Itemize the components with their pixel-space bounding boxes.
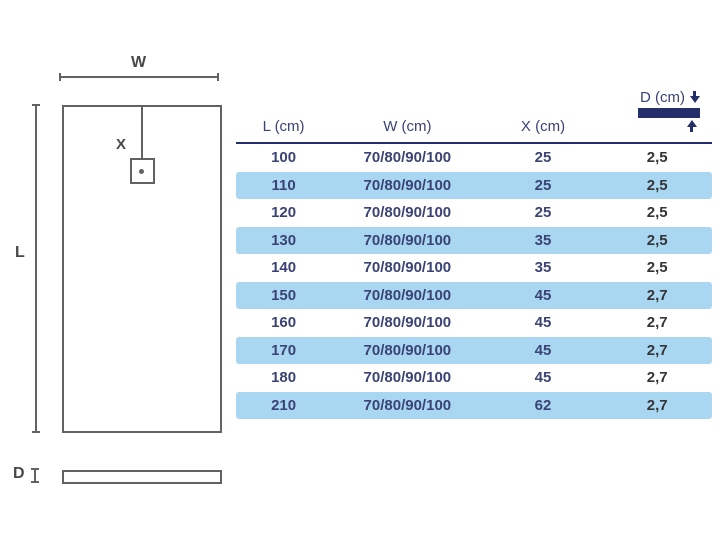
cell-w: 70/80/90/100 xyxy=(363,286,452,304)
cell-d: 2,7 xyxy=(646,286,668,304)
depth-bar-icon xyxy=(637,107,700,118)
cell-w: 70/80/90/100 xyxy=(363,176,452,194)
cell-d: 2,5 xyxy=(646,149,668,167)
cell-w: 70/80/90/100 xyxy=(363,314,452,332)
table-row: 120 70/80/90/100 25 2,5 xyxy=(236,199,712,227)
table-row: 130 70/80/90/100 35 2,5 xyxy=(236,226,712,254)
table-row: 150 70/80/90/100 45 2,7 xyxy=(236,281,712,309)
cell-l: 120 xyxy=(271,204,297,222)
table-row: 210 70/80/90/100 62 2,7 xyxy=(236,391,712,419)
table-row: 180 70/80/90/100 45 2,7 xyxy=(236,364,712,392)
cell-d: 2,7 xyxy=(646,396,668,414)
table-header: L (cm) W (cm) X (cm) D (cm) xyxy=(236,85,712,142)
length-dimension-line xyxy=(32,104,40,433)
dimensions-table: L (cm) W (cm) X (cm) D (cm) 100 70/80/90/… xyxy=(236,85,712,419)
tray-side-view xyxy=(62,470,222,484)
depth-up-arrow-icon xyxy=(686,119,697,132)
cell-w: 70/80/90/100 xyxy=(363,204,452,222)
cell-d: 2,7 xyxy=(646,341,668,359)
width-label: W xyxy=(130,54,148,71)
drain-square xyxy=(130,158,155,184)
cell-d: 2,7 xyxy=(646,314,668,332)
cell-d: 2,5 xyxy=(646,259,668,277)
header-rule xyxy=(236,142,712,144)
cell-d: 2,5 xyxy=(646,204,668,222)
table-row: 160 70/80/90/100 45 2,7 xyxy=(236,309,712,337)
depth-label: D xyxy=(13,465,25,482)
cell-d: 2,7 xyxy=(646,369,668,387)
table-row: 140 70/80/90/100 35 2,5 xyxy=(236,254,712,282)
cell-l: 170 xyxy=(271,341,297,359)
cell-x: 25 xyxy=(534,149,552,167)
header-d: D (cm) xyxy=(603,85,712,142)
table-body: 100 70/80/90/100 25 2,5 110 70/80/90/100 25 2,5… xyxy=(236,144,712,419)
cell-w: 70/80/90/100 xyxy=(363,149,452,167)
cell-w: 70/80/90/100 xyxy=(363,341,452,359)
dimension-tick-icon xyxy=(31,468,39,483)
cell-l: 160 xyxy=(271,314,297,332)
cell-l: 150 xyxy=(271,286,297,304)
cell-w: 70/80/90/100 xyxy=(363,369,452,387)
cell-x: 45 xyxy=(534,341,552,359)
table-row: 170 70/80/90/100 45 2,7 xyxy=(236,336,712,364)
drain-label: X xyxy=(116,136,127,153)
drain-offset-line xyxy=(141,107,143,171)
header-d-label: D (cm) xyxy=(639,88,685,106)
cell-x: 45 xyxy=(534,314,552,332)
cell-x: 35 xyxy=(534,259,552,277)
cell-x: 45 xyxy=(534,286,552,304)
cell-x: 35 xyxy=(534,231,552,249)
cell-x: 62 xyxy=(534,396,552,414)
cell-l: 210 xyxy=(271,396,297,414)
cell-l: 110 xyxy=(271,176,296,194)
depth-down-arrow-icon xyxy=(689,91,700,103)
table-row: 100 70/80/90/100 25 2,5 xyxy=(236,144,712,172)
cell-x: 45 xyxy=(534,369,552,387)
length-label: L xyxy=(15,244,25,261)
cell-x: 25 xyxy=(534,176,552,194)
cell-d: 2,5 xyxy=(646,176,668,194)
cell-x: 25 xyxy=(534,204,552,222)
drain-center-dot xyxy=(139,169,144,174)
table-row: 110 70/80/90/100 25 2,5 xyxy=(236,171,712,199)
header-w: W (cm) xyxy=(383,118,432,135)
cell-l: 140 xyxy=(271,259,297,277)
cell-l: 180 xyxy=(271,369,297,387)
width-dimension-line xyxy=(59,73,219,81)
cell-w: 70/80/90/100 xyxy=(363,259,452,277)
cell-l: 130 xyxy=(271,231,297,249)
cell-l: 100 xyxy=(271,149,297,167)
header-x: X (cm) xyxy=(520,118,566,135)
cell-d: 2,5 xyxy=(646,231,668,249)
cell-w: 70/80/90/100 xyxy=(363,396,452,414)
cell-w: 70/80/90/100 xyxy=(363,231,452,249)
header-l: L (cm) xyxy=(262,118,305,135)
